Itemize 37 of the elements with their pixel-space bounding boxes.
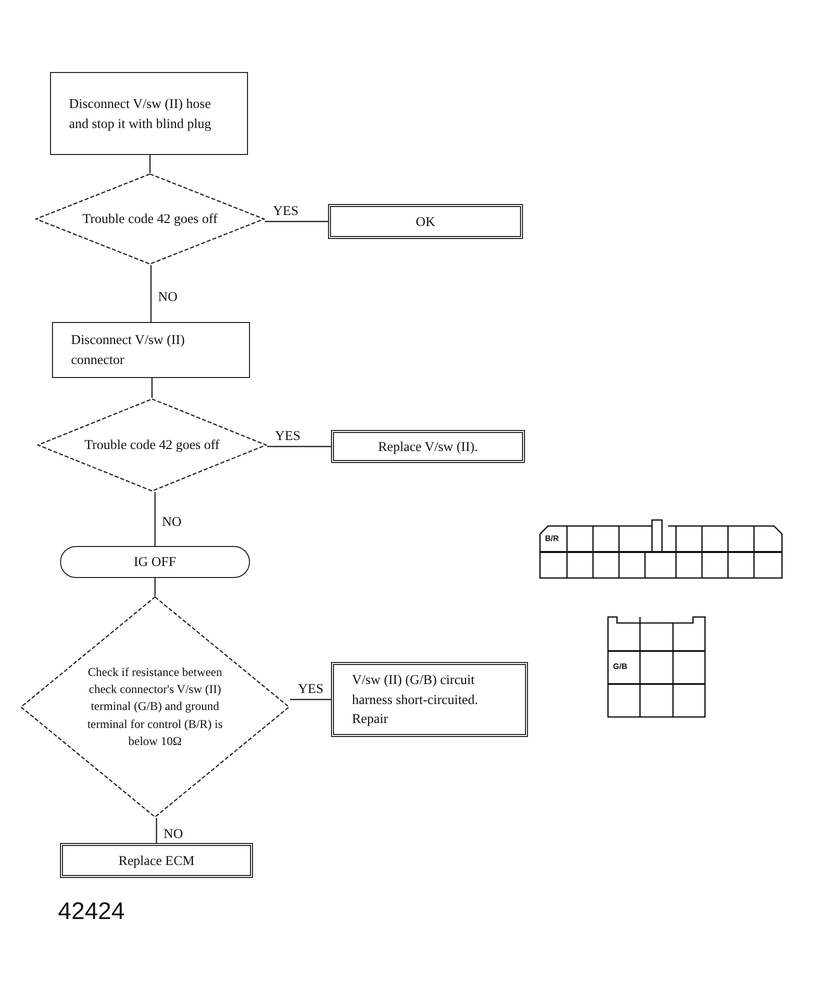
terminal-label: G/B [613, 663, 628, 671]
edge-label: YES [271, 204, 301, 218]
decision-diamond [20, 596, 290, 818]
connector-line [150, 265, 152, 322]
process-box [331, 662, 528, 737]
process-box [331, 430, 525, 463]
connector-line [151, 378, 153, 398]
decision-diamond [37, 398, 267, 492]
process-box [52, 322, 250, 378]
node-text: Replace V/sw (II). [378, 438, 478, 456]
node-text: Trouble code 42 goes off [84, 436, 220, 454]
edge-label: YES [296, 682, 326, 696]
node-text: OK [416, 212, 436, 231]
node-text: Disconnect V/sw (II) hose and stop it with blind plug [69, 94, 212, 133]
node-text: Disconnect V/sw (II) connector [71, 331, 186, 369]
connector-line [154, 492, 156, 546]
node-text: Replace ECM [118, 852, 195, 870]
node-text: Trouble code 42 goes off [82, 210, 218, 228]
process-box [60, 843, 253, 878]
figure-number: 42424 [58, 898, 125, 926]
terminal-label: B/R [545, 535, 559, 543]
connector-line [154, 578, 156, 596]
node-text: V/sw (II) (G/B) circuit harness short-circuited. Repair [352, 671, 479, 728]
connector-line [267, 446, 331, 448]
edge-label: NO [162, 826, 185, 842]
connector-line [156, 818, 158, 843]
terminal-box [60, 546, 250, 578]
connector-line [149, 155, 151, 173]
connector-line [265, 220, 328, 222]
decision-diamond [35, 173, 265, 265]
edge-label: NO [156, 290, 180, 304]
node-text: IG OFF [134, 553, 176, 572]
process-box [328, 204, 523, 239]
process-box [50, 72, 248, 155]
edge-label: YES [273, 428, 303, 444]
node-text: Check if resistance between check connector's V/sw (II) terminal (G/B) and ground terminal for control (B/R) is below 10Ω [86, 664, 224, 750]
connector-line [290, 698, 331, 700]
